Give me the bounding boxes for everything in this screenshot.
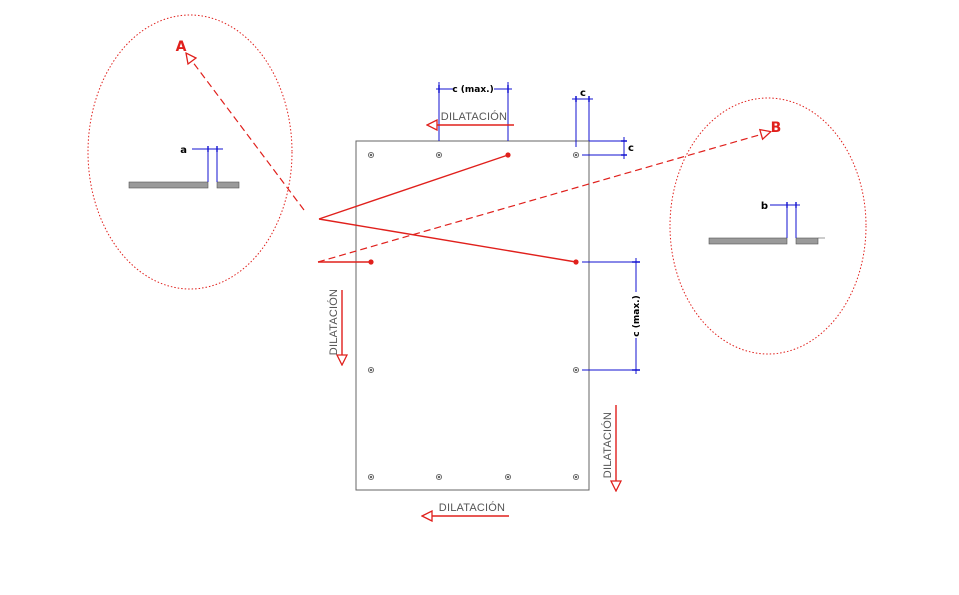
detail-b-letter: B	[771, 120, 782, 136]
detail-a-profile	[128, 146, 240, 189]
callout-lines	[189, 57, 766, 263]
expansion-top-label: DILATACIÓN	[441, 110, 507, 123]
dimension-corner-vertical-label: c	[628, 143, 634, 154]
callout-to-detail-a	[189, 57, 305, 211]
expansion-right-label: DILATACIÓN	[601, 412, 614, 478]
fixing-icon	[572, 473, 580, 481]
fixing-icon	[435, 473, 443, 481]
dimension-top-spacing	[436, 82, 512, 141]
detail-a-circle	[87, 14, 293, 290]
fixed-points	[368, 152, 579, 265]
detail-a-gap-label: a	[180, 145, 187, 156]
detail-b-circle	[669, 97, 867, 355]
fixing-icon	[504, 473, 512, 481]
detail-b-gap-label: b	[761, 201, 768, 212]
dimension-right-spacing	[582, 258, 640, 374]
expansion-bottom-label: DILATACIÓN	[439, 501, 505, 514]
dimension-corner-vertical	[582, 137, 627, 159]
dimension-corner-horizontal-label: c	[580, 88, 586, 99]
fixings	[367, 151, 580, 481]
fixing-icon	[367, 473, 375, 481]
expansion-left-label: DILATACIÓN	[327, 289, 340, 355]
detail-b-profile	[708, 202, 825, 245]
fixing-icon	[367, 151, 375, 159]
dimension-corner-horizontal	[572, 96, 593, 147]
fixing-icon	[572, 151, 580, 159]
panel-outline	[355, 140, 590, 491]
fixing-icon	[435, 151, 443, 159]
leader-lines	[318, 154, 577, 263]
detail-a-letter: A	[176, 39, 187, 55]
fixing-icon	[367, 366, 375, 374]
dimension-right-label: c (max.)	[632, 295, 642, 336]
callout-to-detail-b	[317, 133, 766, 263]
fixing-icon	[572, 366, 580, 374]
dimension-top-label: c (max.)	[452, 85, 493, 95]
expansion-arrows	[342, 125, 616, 516]
